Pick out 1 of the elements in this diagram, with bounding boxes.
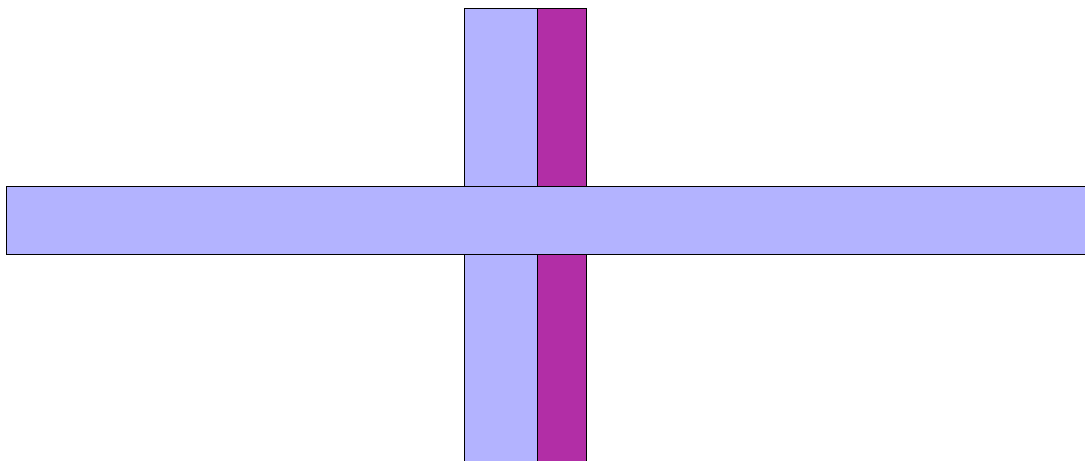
bar [6,186,1085,255]
